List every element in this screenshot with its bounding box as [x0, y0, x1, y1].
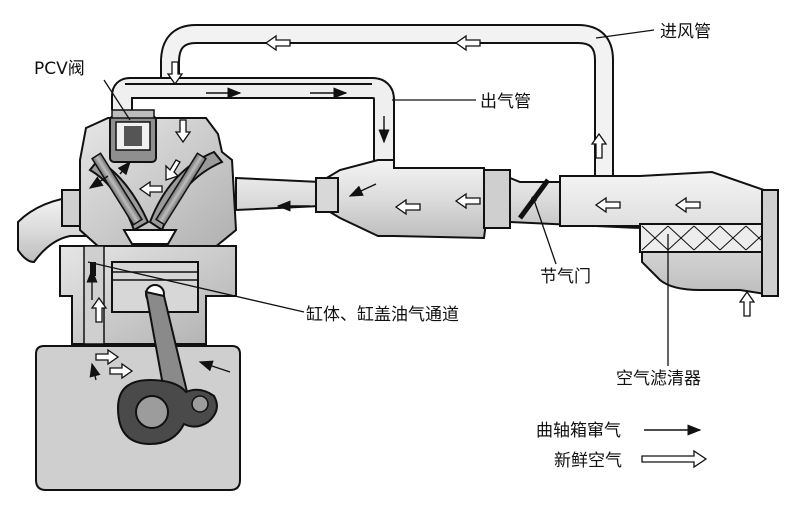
fresh-air-arrows	[90, 34, 756, 380]
leader-pcv-valve	[103, 79, 131, 121]
fresh-air-arrow	[95, 348, 120, 366]
leader-throttle	[533, 199, 557, 265]
fresh-air-arrow	[454, 192, 481, 210]
label-intake-pipe: 进风管	[660, 22, 711, 42]
crankshaft	[116, 378, 218, 446]
fresh-air-arrow	[109, 362, 134, 380]
legend-blowby-label: 曲轴箱窜气	[536, 421, 621, 441]
air-filter-housing	[559, 170, 779, 298]
label-channel: 缸体、缸盖油气通道	[306, 304, 459, 325]
fresh-air-arrow	[138, 180, 163, 198]
label-air-filter: 空气滤清器	[616, 369, 701, 389]
fresh-air-arrow	[174, 119, 192, 144]
fresh-air-arrow	[90, 296, 108, 323]
legend: 曲轴箱窜气 新鲜空气	[536, 421, 708, 471]
blowby-arrow	[348, 183, 377, 197]
label-throttle: 节气门	[540, 267, 591, 287]
fresh-air-arrow	[166, 61, 184, 86]
leader-channel	[87, 261, 305, 313]
blowby-arrow	[88, 175, 109, 189]
label-outlet-pipe: 出气管	[480, 92, 531, 112]
blowby-arrow	[117, 160, 131, 176]
fresh-air-arrow	[594, 196, 621, 214]
blowby-solid-arrow	[90, 262, 96, 276]
fresh-air-arrow	[394, 198, 421, 216]
legend-fresh-air-arrow	[641, 449, 708, 469]
fresh-air-arrow	[165, 159, 181, 181]
fresh-air-arrow	[454, 34, 481, 52]
label-pcv-valve: PCV阀	[34, 59, 85, 79]
blowby-arrow	[89, 362, 101, 381]
fresh-air-arrow	[674, 196, 701, 214]
fresh-air-arrow	[264, 34, 291, 52]
outlet-pipe	[111, 77, 395, 166]
leader-intake-pipe	[595, 29, 655, 39]
blowby-arrows	[86, 87, 390, 381]
fresh-air-arrow	[738, 290, 756, 317]
cylinder-head	[79, 117, 238, 249]
blowby-arrow	[198, 360, 231, 373]
legend-fresh-air-label: 新鲜空气	[554, 451, 622, 471]
fresh-air-arrow	[590, 132, 608, 159]
pcv-valve	[109, 109, 157, 163]
throttle-plate	[517, 178, 551, 220]
leader-lines	[87, 29, 669, 366]
